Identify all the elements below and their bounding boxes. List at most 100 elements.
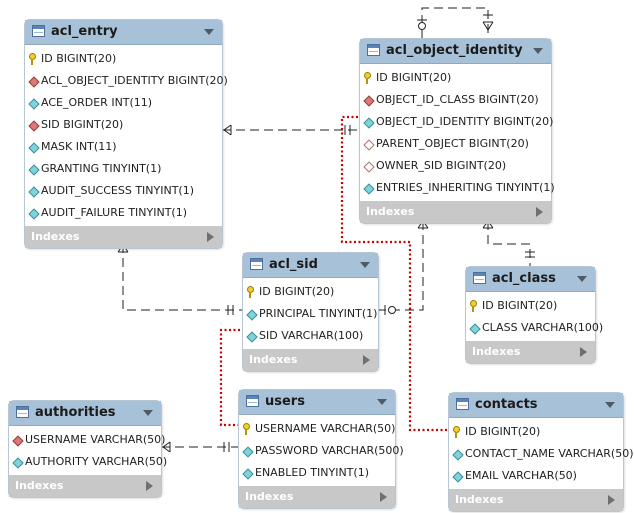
table-icon <box>473 272 486 284</box>
table-name: users <box>265 394 305 409</box>
column-icon <box>242 468 254 480</box>
indexes-label: Indexes <box>455 493 504 506</box>
column-row[interactable]: CONTACT_NAME VARCHAR(50) <box>449 443 634 465</box>
column-row[interactable]: USERNAME VARCHAR(50) <box>9 429 165 451</box>
table-contacts[interactable]: contacts ID BIGINT(20) CONTACT_NAME VARC… <box>448 392 634 512</box>
column-row[interactable]: ID BIGINT(20) <box>243 281 378 303</box>
column-row[interactable]: ACL_OBJECT_IDENTITY BIGINT(20) <box>25 70 228 92</box>
table-acl-sid[interactable]: acl_sid ID BIGINT(20) PRINCIPAL TINYINT(… <box>242 252 379 372</box>
table-acl-object-identity[interactable]: acl_object_identity ID BIGINT(20) OBJECT… <box>359 38 555 224</box>
table-menu-arrow-icon[interactable] <box>360 262 370 268</box>
column-label: EMAIL VARCHAR(50) <box>465 469 577 482</box>
column-label: AUDIT_SUCCESS TINYINT(1) <box>41 184 195 197</box>
table-name: contacts <box>475 397 538 412</box>
expand-arrow-icon[interactable] <box>207 232 214 242</box>
table-menu-arrow-icon[interactable] <box>533 48 543 54</box>
column-label: ID BIGINT(20) <box>465 425 541 438</box>
column-row[interactable]: ID BIGINT(20) <box>360 67 551 89</box>
column-icon <box>28 142 40 154</box>
column-row[interactable]: OWNER_SID BIGINT(20) <box>360 155 551 177</box>
column-label: SID VARCHAR(100) <box>259 329 364 342</box>
table-icon <box>32 25 45 37</box>
table-menu-arrow-icon[interactable] <box>377 399 387 405</box>
indexes-footer[interactable]: Indexes <box>9 475 161 497</box>
expand-arrow-icon[interactable] <box>536 207 543 217</box>
column-row[interactable]: ID BIGINT(20) <box>466 295 595 317</box>
column-label: AUTHORITY VARCHAR(50) <box>25 455 168 468</box>
column-list: ID BIGINT(20) CLASS VARCHAR(100) <box>466 292 603 341</box>
column-row[interactable]: AUDIT_FAILURE TINYINT(1) <box>25 202 222 224</box>
indexes-footer[interactable]: Indexes <box>449 489 623 511</box>
expand-arrow-icon[interactable] <box>380 492 387 502</box>
column-row[interactable]: AUTHORITY VARCHAR(50) <box>9 451 167 473</box>
column-label: MASK INT(11) <box>41 140 117 153</box>
column-row[interactable]: EMAIL VARCHAR(50) <box>449 465 623 487</box>
column-label: ACL_OBJECT_IDENTITY BIGINT(20) <box>41 74 228 87</box>
table-icon <box>16 406 29 418</box>
table-menu-arrow-icon[interactable] <box>577 276 587 282</box>
indexes-footer[interactable]: Indexes <box>239 486 395 508</box>
column-row[interactable]: PRINCIPAL TINYINT(1) <box>243 303 378 325</box>
key-icon <box>364 72 371 84</box>
column-row[interactable]: MASK INT(11) <box>25 136 222 158</box>
column-icon <box>246 309 258 321</box>
relationship-entry-sid <box>122 244 243 311</box>
relationship-object-identity-sid <box>379 221 424 311</box>
table-name: acl_object_identity <box>386 43 523 58</box>
column-row[interactable]: ACE_ORDER INT(11) <box>25 92 222 114</box>
column-row[interactable]: OBJECT_ID_CLASS BIGINT(20) <box>360 89 551 111</box>
table-header[interactable]: contacts <box>449 393 623 418</box>
column-row[interactable]: PARENT_OBJECT BIGINT(20) <box>360 133 551 155</box>
column-row[interactable]: PASSWORD VARCHAR(500) <box>239 440 404 462</box>
key-icon <box>247 286 254 298</box>
column-row[interactable]: OBJECT_ID_IDENTITY BIGINT(20) <box>360 111 553 133</box>
column-row[interactable]: ENTRIES_INHERITING TINYINT(1) <box>360 177 555 199</box>
table-header[interactable]: acl_sid <box>243 253 378 278</box>
expand-arrow-icon[interactable] <box>608 495 615 505</box>
column-icon <box>28 186 40 198</box>
column-row[interactable]: ID BIGINT(20) <box>25 48 222 70</box>
table-users[interactable]: users USERNAME VARCHAR(50) PASSWORD VARC… <box>238 389 404 509</box>
one-marker-icon <box>344 125 351 135</box>
table-menu-arrow-icon[interactable] <box>143 410 153 416</box>
column-list: ID BIGINT(20) ACL_OBJECT_IDENTITY BIGINT… <box>25 45 228 226</box>
column-row[interactable]: SID BIGINT(20) <box>25 114 222 136</box>
table-name: acl_class <box>492 271 556 286</box>
expand-arrow-icon[interactable] <box>146 481 153 491</box>
indexes-footer[interactable]: Indexes <box>360 201 551 223</box>
column-row[interactable]: CLASS VARCHAR(100) <box>466 317 603 339</box>
nullable-foreign-key-icon <box>363 161 375 173</box>
column-list: ID BIGINT(20) OBJECT_ID_CLASS BIGINT(20)… <box>360 64 555 201</box>
one-marker-icon <box>227 305 234 315</box>
table-menu-arrow-icon[interactable] <box>605 402 615 408</box>
column-row[interactable]: GRANTING TINYINT(1) <box>25 158 222 180</box>
column-row[interactable]: AUDIT_SUCCESS TINYINT(1) <box>25 180 222 202</box>
indexes-footer[interactable]: Indexes <box>243 349 378 371</box>
table-header[interactable]: users <box>239 390 395 415</box>
expand-arrow-icon[interactable] <box>580 347 587 357</box>
column-label: ENABLED TINYINT(1) <box>255 466 369 479</box>
key-icon <box>470 300 477 312</box>
table-header[interactable]: acl_object_identity <box>360 39 551 64</box>
table-header[interactable]: acl_entry <box>25 20 222 45</box>
column-row[interactable]: USERNAME VARCHAR(50) <box>239 418 395 440</box>
table-authorities[interactable]: authorities USERNAME VARCHAR(50) AUTHORI… <box>8 400 167 498</box>
indexes-footer[interactable]: Indexes <box>25 226 222 248</box>
indexes-label: Indexes <box>31 230 80 243</box>
column-label: PASSWORD VARCHAR(500) <box>255 444 404 457</box>
expand-arrow-icon[interactable] <box>363 355 370 365</box>
column-row[interactable]: ENABLED TINYINT(1) <box>239 462 395 484</box>
table-acl-class[interactable]: acl_class ID BIGINT(20) CLASS VARCHAR(10… <box>465 266 603 364</box>
table-menu-arrow-icon[interactable] <box>204 29 214 35</box>
indexes-label: Indexes <box>249 353 298 366</box>
column-row[interactable]: ID BIGINT(20) <box>449 421 623 443</box>
column-label: OBJECT_ID_CLASS BIGINT(20) <box>376 93 539 106</box>
column-label: OWNER_SID BIGINT(20) <box>376 159 507 172</box>
foreign-key-icon <box>28 120 40 132</box>
table-acl-entry[interactable]: acl_entry ID BIGINT(20) ACL_OBJECT_IDENT… <box>24 19 228 249</box>
table-header[interactable]: acl_class <box>466 267 595 292</box>
table-icon <box>367 44 380 56</box>
table-header[interactable]: authorities <box>9 401 161 426</box>
column-row[interactable]: SID VARCHAR(100) <box>243 325 378 347</box>
indexes-footer[interactable]: Indexes <box>466 341 595 363</box>
